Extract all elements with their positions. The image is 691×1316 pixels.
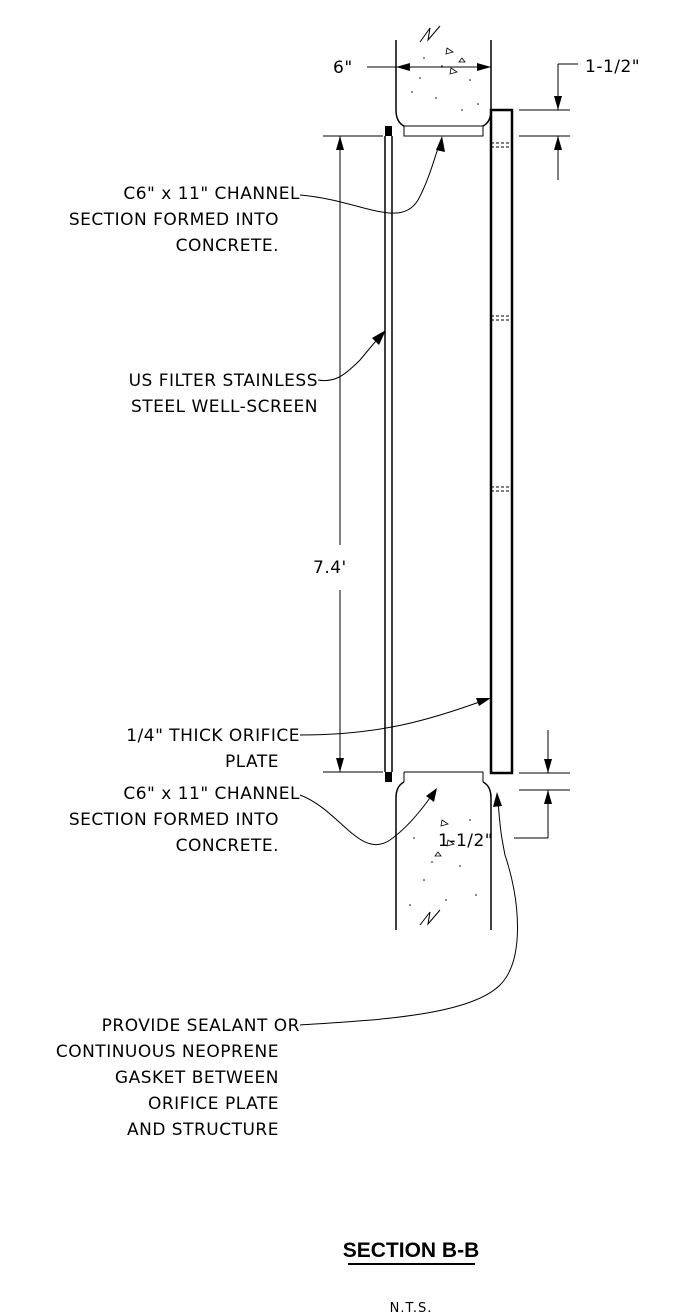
dim-top-gap: 1-1/2" xyxy=(519,57,640,180)
top-concrete-wall xyxy=(395,25,492,137)
label-bottom-channel-line-1: C6" x 11" CHANNEL xyxy=(123,784,300,804)
section-title-block: SECTION B-B N.T.S. xyxy=(343,1239,480,1316)
label-bottom-channel-line-2: SECTION FORMED INTO xyxy=(69,810,279,830)
dim-wall-width-text: 6" xyxy=(333,58,353,78)
dim-screen-height: 7.4' xyxy=(313,135,383,773)
leader-top-channel xyxy=(299,136,445,214)
dim-bottom-gap: 1-1/2" xyxy=(438,730,570,851)
label-top-channel-line-2: SECTION FORMED INTO xyxy=(69,210,279,230)
dim-wall-width: 6" xyxy=(333,58,491,78)
label-top-channel-line-1: C6" x 11" CHANNEL xyxy=(123,184,300,204)
leader-well-screen xyxy=(317,330,386,382)
leader-sealant xyxy=(299,792,518,1026)
well-screen xyxy=(384,126,393,782)
label-bottom-channel-line-3: CONCRETE. xyxy=(176,836,279,856)
leader-bottom-channel xyxy=(299,788,437,846)
label-well-screen-line-1: US FILTER STAINLESS xyxy=(129,371,318,391)
label-sealant-line-3: GASKET BETWEEN xyxy=(115,1068,279,1088)
orifice-plate xyxy=(489,108,514,775)
label-bottom-channel: C6" x 11" CHANNEL SECTION FORMED INTO CO… xyxy=(69,784,300,856)
label-sealant-line-4: ORIFICE PLATE xyxy=(148,1094,279,1114)
scale-note: N.T.S. xyxy=(390,1301,433,1316)
label-sealant-line-1: PROVIDE SEALANT OR xyxy=(102,1016,300,1036)
label-well-screen-line-2: STEEL WELL-SCREEN xyxy=(131,397,318,417)
label-top-channel: C6" x 11" CHANNEL SECTION FORMED INTO CO… xyxy=(69,184,300,256)
label-sealant: PROVIDE SEALANT OR CONTINUOUS NEOPRENE G… xyxy=(56,1016,300,1140)
bottom-concrete-wall xyxy=(395,771,492,930)
label-orifice-plate-line-1: 1/4" THICK ORIFICE xyxy=(126,726,300,746)
dim-top-gap-text: 1-1/2" xyxy=(585,57,640,77)
label-top-channel-line-3: CONCRETE. xyxy=(176,236,279,256)
dim-bottom-gap-text: 1-1/2" xyxy=(438,831,493,851)
dim-screen-height-text: 7.4' xyxy=(313,558,347,578)
concrete-stipple xyxy=(411,57,479,111)
label-well-screen: US FILTER STAINLESS STEEL WELL-SCREEN xyxy=(129,371,318,417)
concrete-stipple xyxy=(409,819,477,906)
section-title: SECTION B-B xyxy=(343,1239,480,1262)
leader-orifice-plate xyxy=(299,698,491,736)
label-sealant-line-5: AND STRUCTURE xyxy=(127,1120,279,1140)
label-sealant-line-2: CONTINUOUS NEOPRENE xyxy=(56,1042,279,1062)
label-orifice-plate-line-2: PLATE xyxy=(225,752,279,772)
label-orifice-plate: 1/4" THICK ORIFICE PLATE xyxy=(126,726,300,772)
